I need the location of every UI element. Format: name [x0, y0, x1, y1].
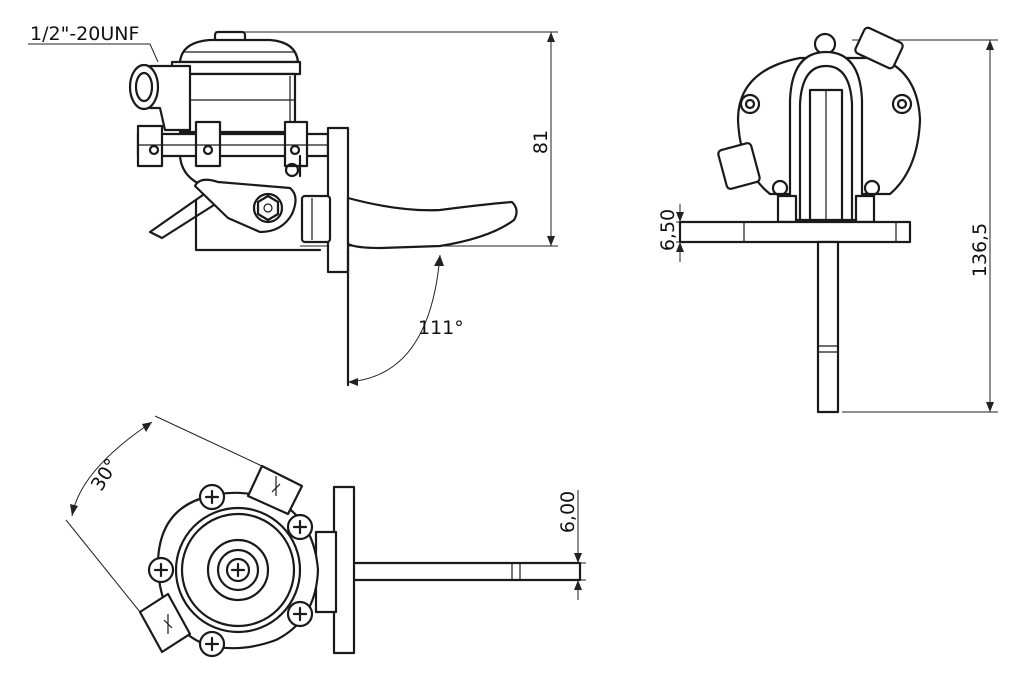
rear-flange: [678, 220, 912, 244]
flange-thickness-top-label: 6,00: [557, 491, 579, 533]
top-outlet-port: [246, 464, 304, 516]
screw-heads: [147, 483, 314, 658]
top-inlet-port: [138, 592, 192, 654]
rear-shaft: [816, 240, 840, 414]
height-side-label: 81: [530, 130, 552, 154]
side-view: 1/2"-20UNF 81: [28, 23, 558, 387]
flange-thickness-rear-label: 6,50: [657, 209, 679, 251]
top-view: 30° 6,00: [65, 415, 586, 658]
rear-view: 136,5 6,50: [657, 26, 998, 414]
pump-flange: [136, 120, 330, 168]
thread-label: 1/2"-20UNF: [30, 23, 139, 45]
rotation-angle-label: 30°: [87, 455, 124, 495]
overall-height-label: 136,5: [969, 223, 991, 277]
actuating-arm: [346, 196, 518, 250]
priming-lever: [148, 178, 332, 244]
pedal-angle-label: 111°: [418, 317, 464, 339]
top-shaft: [328, 561, 582, 582]
pump-dome: [170, 30, 302, 134]
inlet-port: [128, 63, 192, 132]
